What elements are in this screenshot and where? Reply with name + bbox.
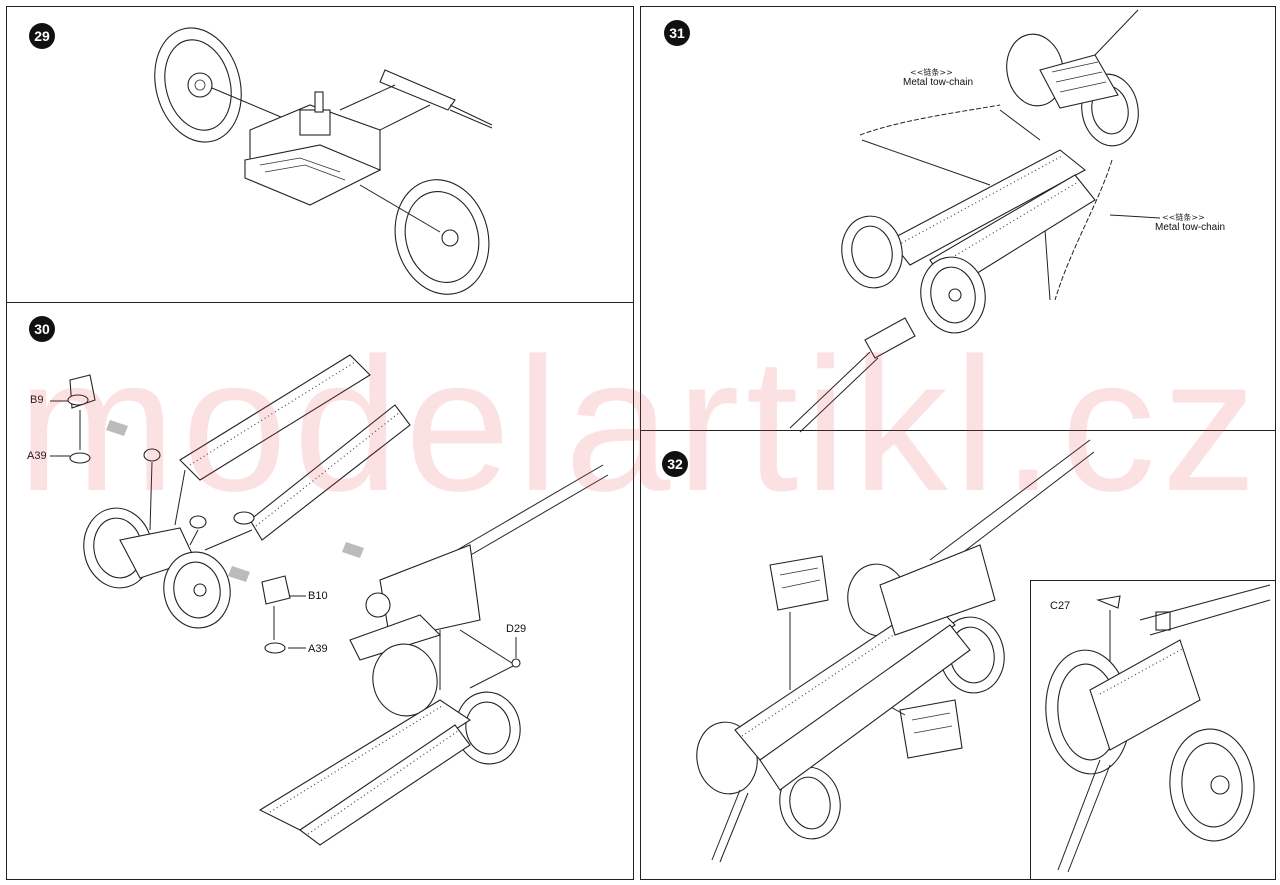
part-label-a39: A39	[308, 643, 328, 655]
part-label-b9: B9	[30, 394, 44, 406]
part-label-b10: B10	[308, 590, 328, 602]
step-number-badge: 29	[29, 23, 55, 49]
chain-label-chinese: <<链条>>	[910, 68, 953, 77]
step-31-drawing	[789, 9, 1161, 433]
step-number-badge: 30	[29, 316, 55, 342]
part-label-d29: D29	[506, 623, 527, 635]
chain-label: Metal tow-chain	[1155, 222, 1226, 233]
chain-label-chinese: <<链条>>	[1162, 213, 1205, 222]
step-29-drawing	[154, 27, 493, 295]
step-number-badge: 31	[664, 20, 690, 46]
part-label-a39: A39	[27, 450, 47, 462]
step-30-drawing	[50, 354, 609, 846]
part-label-c27: C27	[1050, 600, 1071, 612]
step-32-drawing	[696, 439, 1095, 863]
step-number-badge: 32	[662, 451, 688, 477]
chain-label: Metal tow-chain	[903, 77, 974, 88]
detail-inset-drawing	[1045, 584, 1271, 873]
